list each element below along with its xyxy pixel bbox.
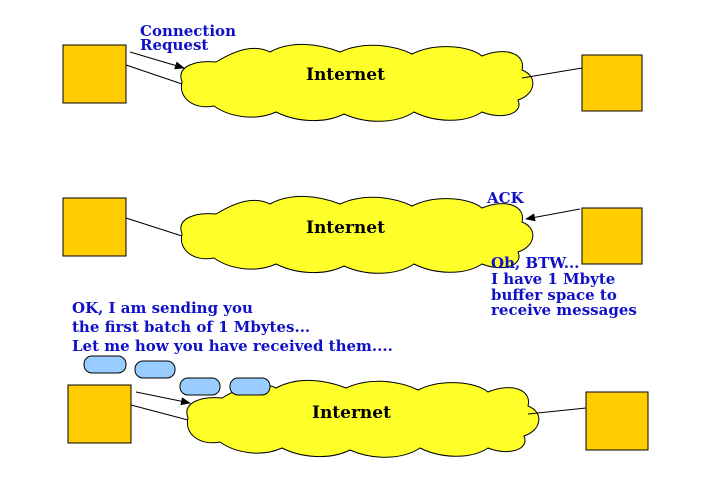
data-packet [134,360,176,379]
receiver-host [581,207,643,265]
internet-cloud [186,379,540,458]
connection-request-label-line2: Request [140,36,208,54]
internet-label: Internet [306,65,385,85]
data-packet [179,377,221,396]
panel-connection-request: Internet Connection Request [62,22,643,122]
internet-label: Internet [312,403,391,423]
receiver-link [521,67,583,79]
sender-host [67,384,132,444]
send-arrow [135,391,191,406]
receiver-link [527,407,587,415]
sender-link [125,217,183,237]
buffer-note-line1: Oh, BTW... [491,254,579,272]
sender-link [130,404,189,421]
data-packet [229,377,271,396]
receiver-host [585,391,649,451]
connection-request-label-line1: Connection [140,22,236,40]
receiver-host [581,54,643,112]
sender-host [62,44,127,104]
sender-link [125,64,183,85]
ack-label: ACK [486,189,525,207]
ack-arrow [525,208,581,222]
connection-request-arrow [129,51,185,70]
internet-cloud [180,43,534,122]
buffer-note-line2: I have 1 Mbyte [491,270,615,288]
buffer-note-line4: receive messages [491,301,637,319]
sender-message-line1: OK, I am sending you [72,299,253,317]
sender-message-line3: Let me how you have received them.... [72,337,393,355]
sender-message-line2: the first batch of 1 Mbytes... [72,318,310,336]
panel-data-transfer: Internet OK, I am sending you the first … [67,299,649,458]
data-packet [83,355,127,374]
buffer-note-line3: buffer space to [491,286,617,304]
panel-ack: Internet ACK Oh, BTW... I have 1 Mbyte b… [62,189,643,319]
sender-host [62,197,127,257]
internet-label: Internet [306,218,385,238]
internet-cloud [180,195,534,274]
